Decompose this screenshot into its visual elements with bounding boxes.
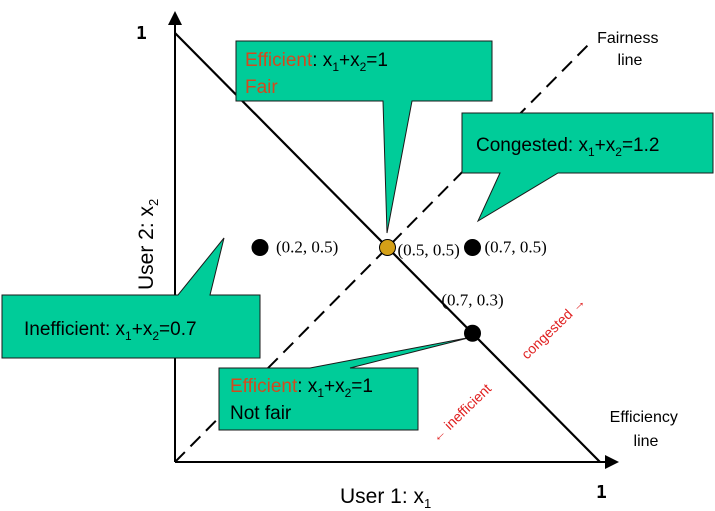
points-layer: (0.2, 0.5) (0.5, 0.5) (0.7, 0.5) (0.7, 0.3) bbox=[251, 238, 547, 342]
congested-arrow-label: congested → bbox=[518, 293, 588, 362]
callout-congested-text: Congested: x1+x2=1.2 bbox=[476, 135, 659, 159]
efficiency-line-label: Efficiency line bbox=[610, 409, 683, 450]
point-marker bbox=[464, 324, 481, 342]
callout-efficient-unfair bbox=[218, 336, 473, 431]
callout-efficient-unfair-line2: Not fair bbox=[230, 403, 292, 424]
point-label: (0.2, 0.5) bbox=[276, 238, 338, 257]
callout-efficient-fair-line1: Efficient: x1+x2=1 bbox=[245, 50, 388, 74]
callout-efficient-fair bbox=[235, 40, 493, 234]
point-marker bbox=[464, 239, 481, 256]
y-max-label: 1 bbox=[136, 23, 147, 44]
point-label: (0.7, 0.3) bbox=[441, 290, 503, 309]
point-label: (0.5, 0.5) bbox=[398, 241, 460, 260]
callout-congested bbox=[461, 112, 714, 223]
x-axis-title: User 1: x1 bbox=[340, 485, 431, 511]
callout-inefficient bbox=[1, 237, 261, 359]
callout-efficient-fair-line2: Fair bbox=[245, 77, 278, 98]
point-marker bbox=[251, 239, 269, 256]
point-label: (0.7, 0.5) bbox=[485, 238, 547, 257]
point-marker bbox=[379, 239, 396, 256]
inefficient-arrow-label: ← inefficient bbox=[428, 380, 494, 445]
y-axis-title: User 2: x2 bbox=[135, 199, 161, 290]
callout-efficient-unfair-line1: Efficient: x1+x2=1 bbox=[230, 376, 373, 400]
x-max-label: 1 bbox=[596, 482, 607, 503]
callout-inefficient-text: Inefficient: x1+x2=0.7 bbox=[24, 319, 197, 343]
fairness-line-label: Fairness line bbox=[597, 30, 663, 69]
